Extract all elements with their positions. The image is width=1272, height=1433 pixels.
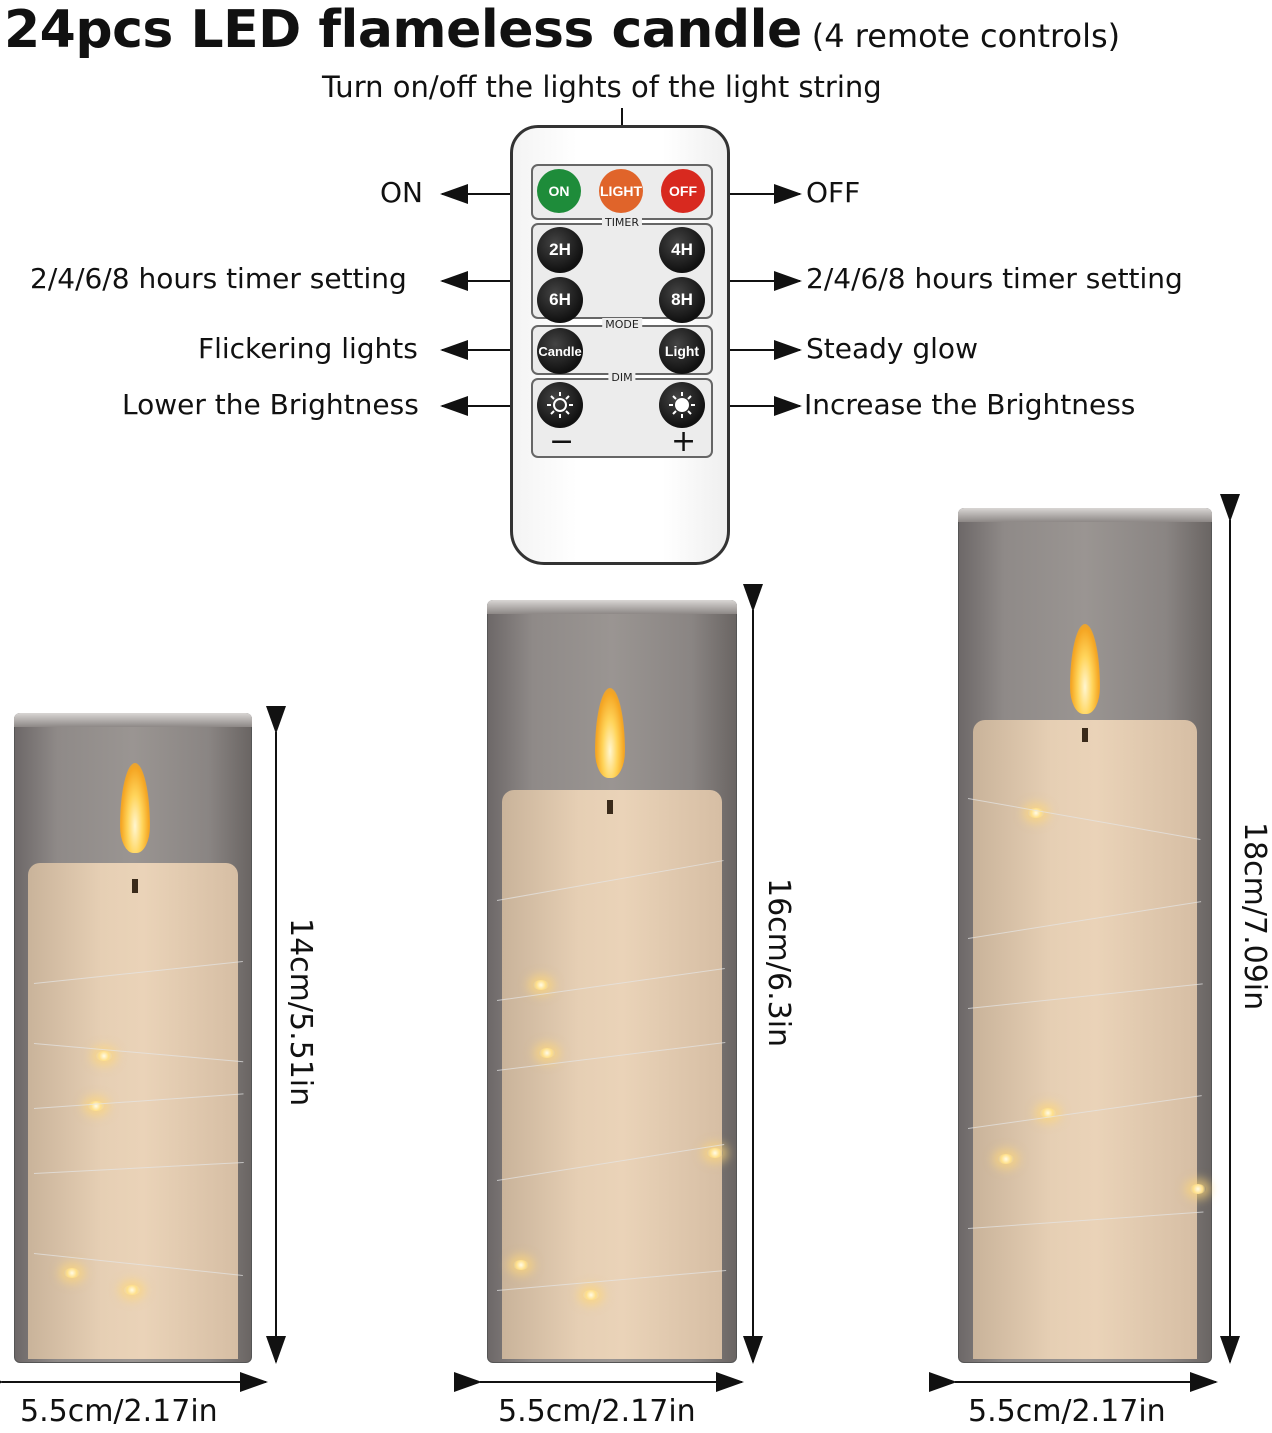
led-light [96,1051,112,1061]
candle-large [958,508,1212,1363]
off-button[interactable]: OFF [661,169,705,213]
label-steady: Steady glow [806,332,978,365]
candle-small-width-label: 5.5cm/2.17in [20,1394,218,1429]
timer-8h-button[interactable]: 8H [659,277,705,323]
label-off: OFF [806,176,861,209]
sun-outline-icon [547,392,573,418]
subtitle-light-string: Turn on/off the lights of the light stri… [322,70,882,104]
candle-large-width-label: 5.5cm/2.17in [968,1394,1166,1429]
title-main: 24pcs LED flameless candle [4,0,802,60]
wax-pillar [28,863,238,1359]
led-light [1028,808,1044,818]
candle-medium-height-label: 16cm/6.3in [761,878,796,1048]
light-string-button[interactable]: LIGHT [599,169,643,213]
led-light [533,980,549,990]
page-title: 24pcs LED flameless candle(4 remote cont… [4,0,1120,60]
label-timer-right: 2/4/6/8 hours timer setting [806,262,1183,295]
glass-rim [487,600,737,614]
label-flickering: Flickering lights [198,332,418,365]
led-light [88,1101,104,1111]
plus-symbol: + [671,424,697,459]
glass-rim [958,508,1212,522]
dim-section-label: DIM [608,371,636,384]
candle-small-height-label: 14cm/5.51in [283,918,318,1107]
label-on: ON [380,176,423,209]
light-mode-button[interactable]: Light [659,328,705,374]
led-light [1040,1108,1056,1118]
label-increase-brightness: Increase the Brightness [804,388,1136,421]
timer-panel: TIMER 2H 4H 6H 8H [531,216,713,323]
wax-pillar [973,720,1197,1359]
sun-filled-icon [669,392,695,418]
dim-up-button[interactable] [659,382,705,428]
led-light [539,1048,555,1058]
glass-rim [14,713,252,727]
led-light [998,1154,1014,1164]
mode-section-label: MODE [602,318,642,331]
remote-control: ON LIGHT OFF TIMER 2H 4H 6H 8H MODE Cand… [510,125,730,565]
led-light [707,1148,723,1158]
candle-large-height-label: 18cm/7.09in [1237,822,1272,1011]
led-light [64,1268,80,1278]
led-light [513,1260,529,1270]
title-sub: (4 remote controls) [811,17,1121,55]
candle-medium [487,600,737,1363]
led-light [1190,1184,1206,1194]
dim-panel: DIM − [531,371,713,459]
wick [132,879,138,893]
label-lower-brightness: Lower the Brightness [122,388,419,421]
wick [607,800,613,814]
on-button[interactable]: ON [537,169,581,213]
wax-pillar [502,790,722,1359]
minus-symbol: − [549,424,575,459]
candle-mode-button[interactable]: Candle [537,328,583,374]
power-panel: ON LIGHT OFF [531,164,713,220]
candle-medium-width-label: 5.5cm/2.17in [498,1394,696,1429]
timer-4h-button[interactable]: 4H [659,227,705,273]
led-light [124,1285,140,1295]
mode-panel: MODE Candle Light [531,318,713,375]
timer-6h-button[interactable]: 6H [537,277,583,323]
candle-small [14,713,252,1363]
label-timer-left: 2/4/6/8 hours timer setting [30,262,407,295]
timer-section-label: TIMER [601,216,643,229]
led-light [583,1290,599,1300]
dim-down-button[interactable] [537,382,583,428]
wick [1082,728,1088,742]
timer-2h-button[interactable]: 2H [537,227,583,273]
